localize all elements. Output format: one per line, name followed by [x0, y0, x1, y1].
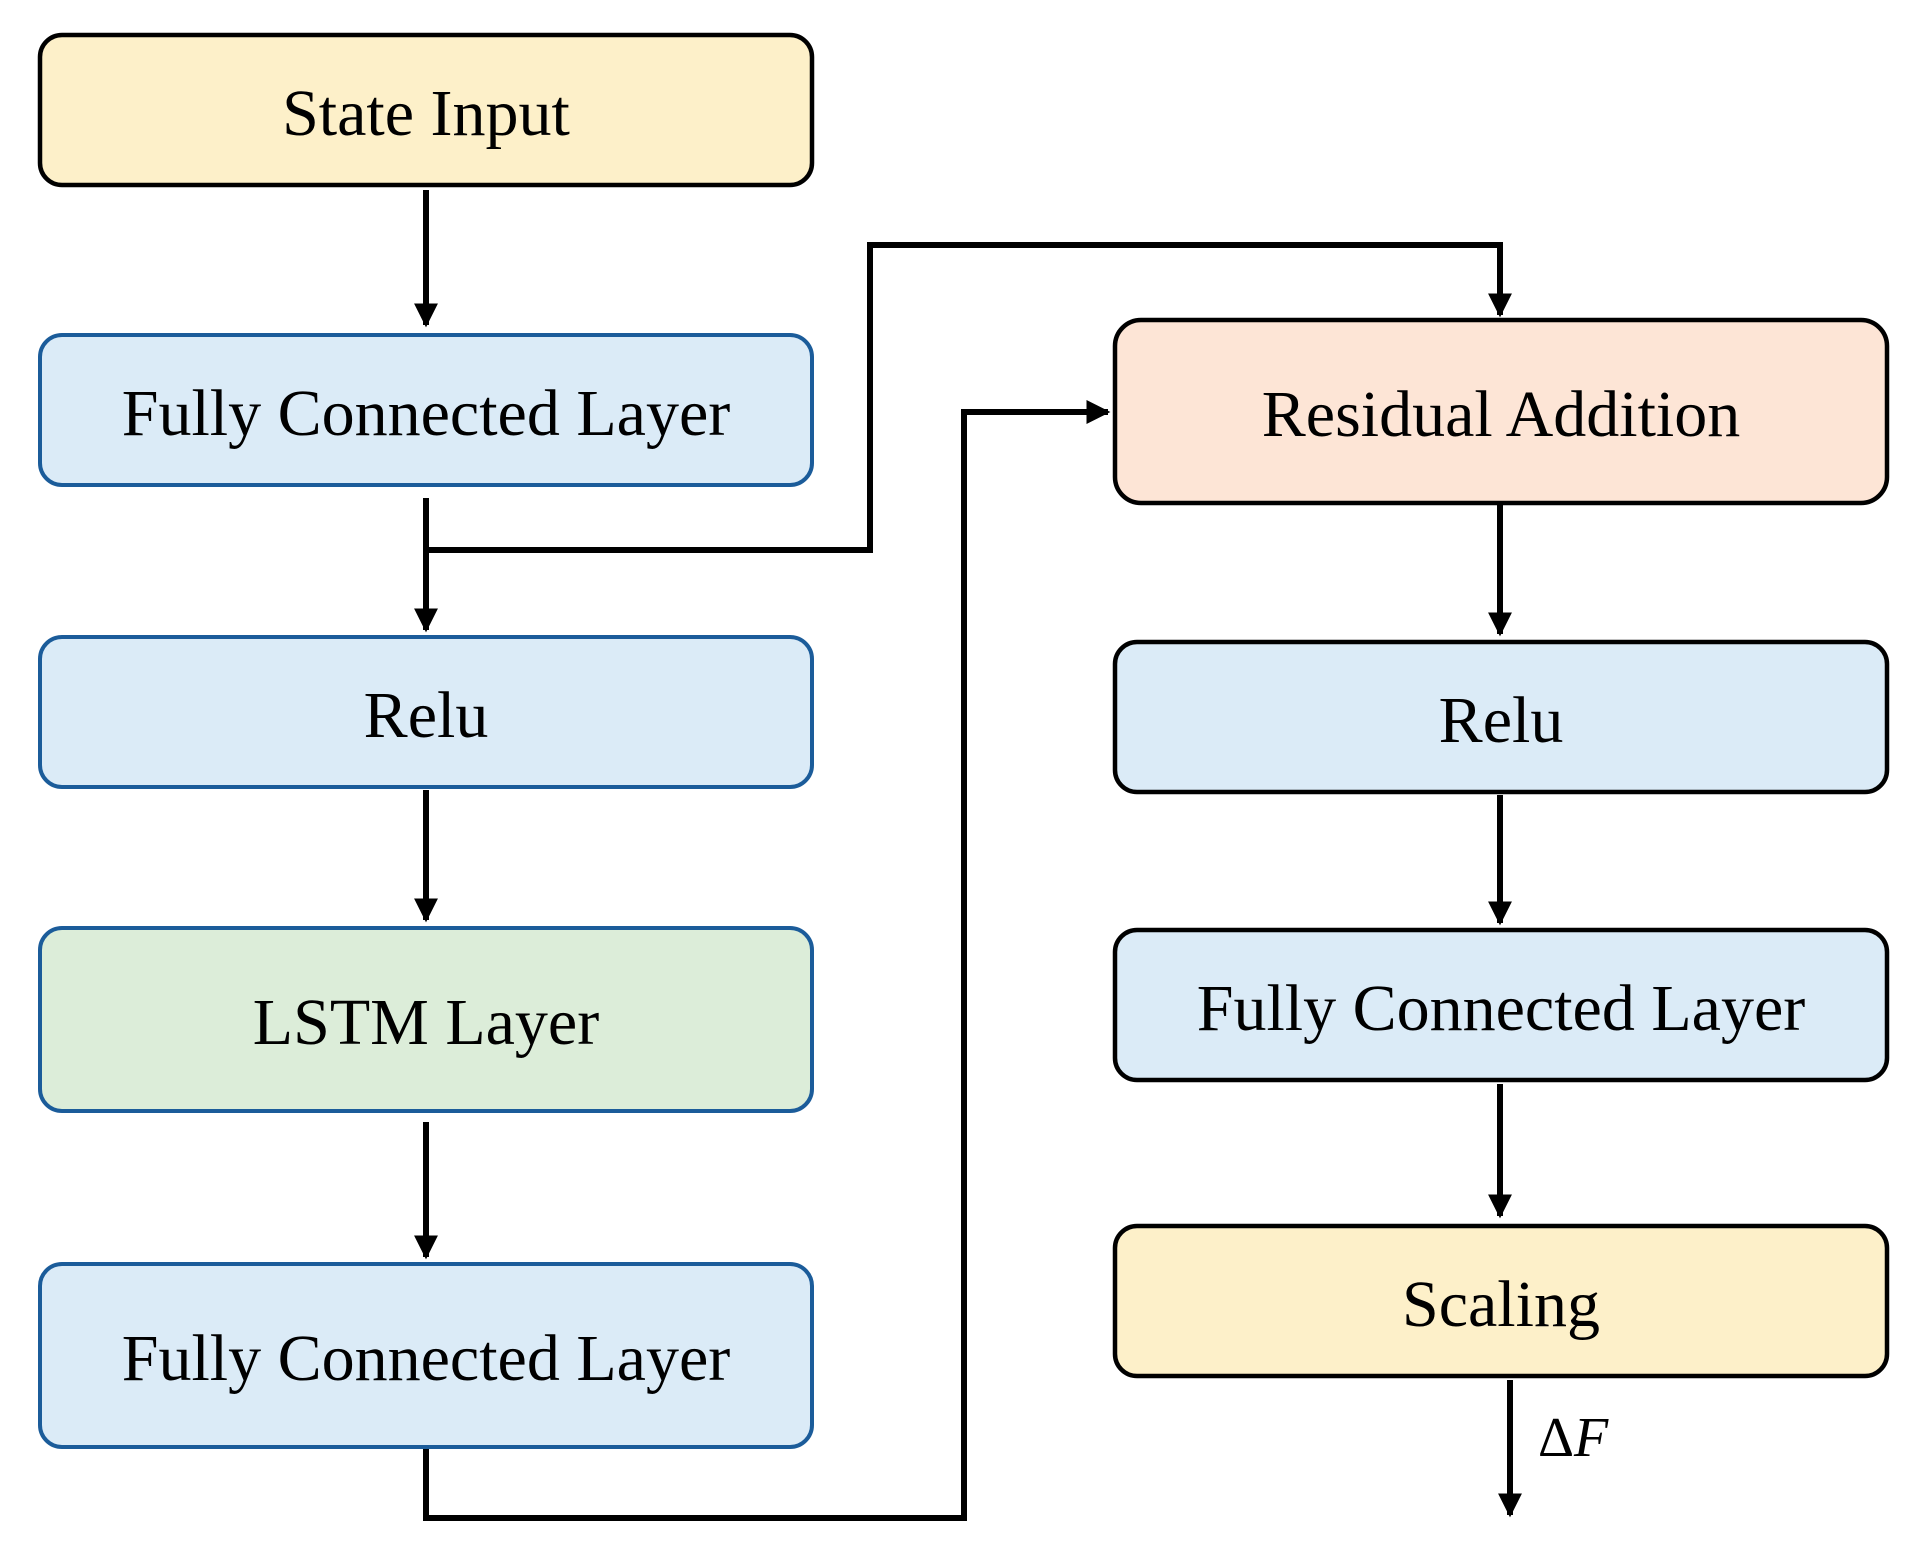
- node-label-lstm: LSTM Layer: [253, 986, 599, 1059]
- node-box-fc-1: [38, 333, 814, 487]
- output-label: ΔF: [1538, 1407, 1609, 1469]
- node-fc-3: Fully Connected Layer: [1112, 927, 1890, 1083]
- node-box-residual: [1112, 317, 1890, 506]
- node-box-relu-2: [1112, 639, 1890, 795]
- node-label-scaling: Scaling: [1402, 1268, 1600, 1341]
- node-relu-1: Relu: [38, 635, 814, 789]
- output-label-symbol: Δ: [1538, 1407, 1574, 1469]
- edges: [414, 190, 1522, 1521]
- output-label-var: F: [1573, 1407, 1609, 1469]
- arrow-fc-2-to-residual: [423, 400, 1111, 1521]
- node-label-fc-2: Fully Connected Layer: [122, 1322, 731, 1395]
- node-relu-2: Relu: [1112, 639, 1890, 795]
- node-fc-1: Fully Connected Layer: [38, 333, 814, 487]
- node-label-residual: Residual Addition: [1262, 378, 1741, 451]
- node-residual: Residual Addition: [1112, 317, 1890, 506]
- node-box-fc-3: [1112, 927, 1890, 1083]
- node-fc-2: Fully Connected Layer: [38, 1262, 814, 1449]
- node-lstm: LSTM Layer: [38, 926, 814, 1113]
- node-label-relu-1: Relu: [364, 679, 489, 752]
- node-label-fc-1: Fully Connected Layer: [122, 377, 731, 450]
- node-box-scaling: [1112, 1223, 1890, 1379]
- node-label-fc-3: Fully Connected Layer: [1197, 972, 1806, 1045]
- node-box-state-input: [37, 32, 815, 188]
- node-state-input: State Input: [37, 32, 815, 188]
- node-box-lstm: [38, 926, 814, 1113]
- node-box-fc-2: [38, 1262, 814, 1449]
- node-scaling: Scaling: [1112, 1223, 1890, 1379]
- node-label-state-input: State Input: [282, 77, 570, 150]
- node-label-relu-2: Relu: [1439, 684, 1564, 757]
- node-box-relu-1: [38, 635, 814, 789]
- arrow-fc-1-skip-to-residual: [426, 242, 1512, 553]
